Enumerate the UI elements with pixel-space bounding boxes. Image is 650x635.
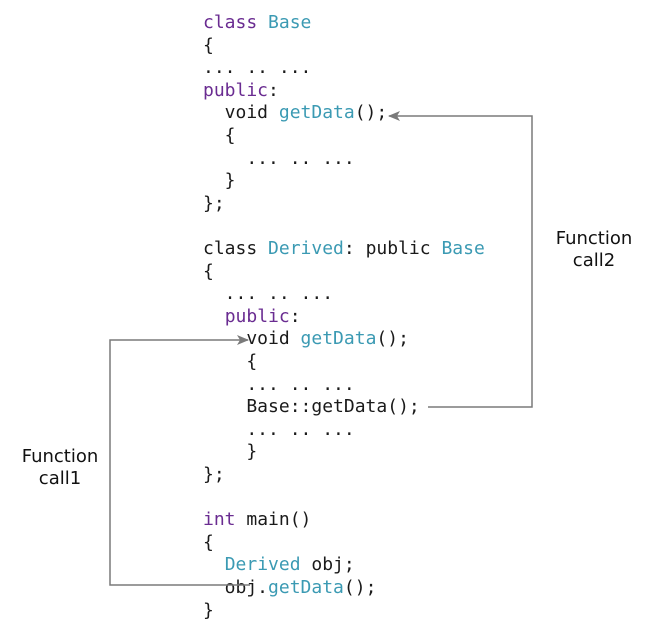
code-line: int main() [203, 509, 311, 531]
code-token: class [203, 238, 269, 259]
code-line: } [203, 441, 257, 463]
label-call1-line2: call1 [38, 468, 82, 489]
code-token: main() [246, 509, 312, 531]
code-token: Derived [224, 554, 301, 576]
code-token: }; [203, 464, 225, 485]
code-token: ... .. ... [203, 147, 355, 169]
code-token: (); [376, 328, 409, 350]
code-token: (); [354, 102, 388, 124]
code-token: Base [268, 12, 312, 33]
code-line: ... .. ... [203, 57, 311, 79]
code-line: ... .. ... [203, 418, 355, 441]
code-token: ... .. ... [203, 57, 312, 79]
code-token: { [203, 34, 214, 56]
code-token: void [203, 328, 301, 350]
code-token: } [203, 170, 236, 192]
code-token: { [203, 260, 214, 282]
code-token: { [203, 531, 214, 553]
label-call1-line1: Function [21, 446, 99, 467]
code-token: obj; [300, 554, 355, 576]
label-call2-line2: call2 [572, 250, 616, 271]
code-line: { [203, 35, 214, 57]
code-token: getData [300, 328, 377, 350]
code-token: void [203, 102, 279, 124]
code-token: public [224, 305, 290, 327]
code-line: ... .. ... [203, 147, 355, 170]
code-token: ... .. ... [203, 283, 334, 305]
code-token: }; [203, 192, 225, 214]
arrow-function-call2 [388, 111, 533, 408]
code-token: : [289, 305, 301, 327]
code-line: { [203, 532, 214, 554]
label-function-call2: Function call2 [538, 228, 650, 272]
label-function-call1: Function call1 [6, 446, 114, 490]
code-token: obj. [203, 577, 269, 598]
code-token: Base [441, 238, 485, 259]
code-line: ... .. ... [203, 283, 333, 305]
code-line: public: [203, 306, 301, 328]
code-line: obj.getData(); [203, 577, 377, 599]
code-line: void getData(); [203, 328, 409, 350]
code-token: int [203, 509, 247, 531]
code-line: void getData(); [203, 102, 388, 124]
code-line: } [203, 600, 214, 622]
code-token: : public [343, 238, 442, 259]
code-line: }; [203, 193, 225, 215]
code-token: class [203, 12, 269, 33]
code-token: Base::getData(); [203, 396, 420, 418]
code-line: class Derived: public Base [203, 238, 485, 260]
label-call2-line1: Function [555, 228, 633, 249]
code-token: ... .. ... [203, 373, 355, 395]
code-token: getData [278, 102, 355, 124]
code-token: (); [343, 577, 377, 598]
code-line: public: [203, 80, 279, 102]
code-token: } [203, 599, 214, 621]
code-line: ... .. ... [203, 373, 355, 396]
code-token: Derived [268, 238, 344, 259]
arrow-function-call1 [109, 335, 250, 586]
code-line: class Base [203, 12, 311, 34]
code-line: { [203, 351, 257, 373]
code-line: } [203, 170, 236, 192]
code-line: { [203, 261, 214, 283]
code-line: Base::getData(); [203, 396, 420, 418]
code-line: { [203, 125, 236, 147]
code-token: { [203, 351, 258, 372]
code-line: }; [203, 464, 225, 486]
code-token: getData [268, 577, 344, 598]
code-line: Derived obj; [203, 554, 355, 576]
code-token: ... .. ... [203, 418, 355, 440]
code-token: } [203, 441, 258, 463]
code-token: : [268, 79, 279, 101]
code-token: { [203, 125, 236, 146]
code-token: public [203, 79, 269, 101]
